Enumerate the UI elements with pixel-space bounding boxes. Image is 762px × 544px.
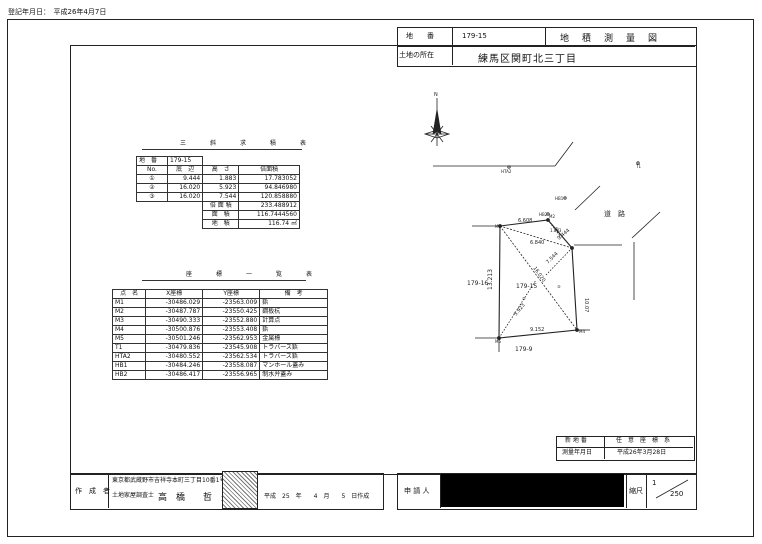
point-label: M5 xyxy=(495,339,501,344)
point-marker xyxy=(498,224,502,228)
lot-label: 地 番 xyxy=(406,32,434,40)
scale-label: 縮尺 xyxy=(629,487,643,495)
official-seal xyxy=(222,471,258,509)
date-value: 平成26年3月28日 xyxy=(617,449,667,456)
edge-length: 9.152 xyxy=(530,327,544,333)
scale-divider xyxy=(655,479,689,499)
road-edge-line xyxy=(554,141,574,167)
header-box xyxy=(397,27,697,67)
diagonal-length: 6.840 xyxy=(530,240,544,246)
point-label: HTA2 xyxy=(501,169,512,174)
edge-length: 10.07 xyxy=(583,298,589,312)
table-row: ② 16.020 5.923 94.846980 xyxy=(136,183,300,193)
location-value: 練馬区関町北三丁目 xyxy=(478,54,577,65)
triangle-table-title: 三 斜 求 積 表 xyxy=(180,140,316,147)
land-area-value: 116.74 ㎡ xyxy=(238,219,300,229)
lot-center-label: 179-15 xyxy=(516,283,537,290)
lot-boundary xyxy=(498,219,578,339)
point-label: T1 xyxy=(635,164,641,169)
point-marker xyxy=(546,218,550,222)
diagonal-length: 16.020 xyxy=(531,266,546,284)
cell: HB2 xyxy=(111,370,147,380)
creator-label: 作 成 者 xyxy=(75,487,110,495)
point-marker xyxy=(575,328,579,332)
point-label: HB2 xyxy=(539,212,548,217)
triangle-mark: ② xyxy=(522,296,526,301)
point-label: HB1 xyxy=(555,196,564,201)
height-line xyxy=(547,219,561,237)
diagonal-line xyxy=(499,225,578,331)
height-length: 1.883 xyxy=(550,228,562,233)
point-label: M1 xyxy=(495,224,501,229)
creation-date: 平成 25 年 4 月 5 日作成 xyxy=(264,493,370,500)
creator-name: 高 橋 哲 夫 xyxy=(158,493,231,503)
point-marker xyxy=(546,212,550,216)
triangle-table: 地 番 179-15 No. 底 辺 高 さ 倍面積 ① 9.444 1.883… xyxy=(136,156,300,229)
triangle-mark: ① xyxy=(555,226,559,231)
applicant-box xyxy=(397,473,697,510)
neighbor-bottom-label: 179-9 xyxy=(515,346,533,353)
date-label: 測量年月日 xyxy=(562,449,593,456)
point-marker xyxy=(563,196,567,200)
north-arrow-icon xyxy=(423,98,451,146)
height-line xyxy=(498,279,537,339)
height-length: 5.923 xyxy=(513,302,527,317)
scale-numerator: 1 xyxy=(652,479,657,487)
edge-length: 13.213 xyxy=(487,269,494,290)
location-label: 土地の所在 xyxy=(399,51,434,59)
applicant-label: 申 請 人 xyxy=(404,487,430,495)
cell: -23556.965 xyxy=(202,370,261,380)
height-line xyxy=(545,247,573,276)
point-marker xyxy=(570,246,574,250)
point-marker xyxy=(507,165,511,169)
purpose-value: 任 意 座 標 系 xyxy=(616,437,671,444)
applicant-redaction xyxy=(441,474,624,507)
creator-name-prefix: 土地家屋調査士 xyxy=(112,492,155,499)
point-marker xyxy=(497,336,501,340)
record-box xyxy=(556,436,695,461)
scale-denominator: 250 xyxy=(670,490,684,498)
point-label: M4 xyxy=(579,329,585,334)
road-edge-line xyxy=(574,185,601,211)
cell: 16.020 xyxy=(166,192,204,202)
outer-frame xyxy=(7,19,754,537)
land-area-label: 地 積 xyxy=(202,219,240,229)
point-marker xyxy=(636,161,640,165)
neighbor-left-label: 179-16 xyxy=(467,280,488,287)
road-edge-line xyxy=(631,211,661,239)
road-label: 道 路 xyxy=(604,209,625,218)
triangle-mark: ③ xyxy=(557,284,561,289)
purpose-label: 新 地 番 xyxy=(565,437,587,444)
creator-address: 東京都武蔵野市吉祥寺本町三丁目10番1号 xyxy=(112,477,226,484)
point-label: M2 xyxy=(549,214,555,219)
edge-length: 6.608 xyxy=(518,218,532,224)
registration-date: 登記年月日： 平成26年4月7日 xyxy=(8,8,107,16)
north-label: N xyxy=(434,92,438,98)
survey-title: 地 積 測 量 図 xyxy=(560,34,660,44)
lot-value: 179-15 xyxy=(462,32,487,40)
cell: 制水弁蓋み xyxy=(259,370,328,380)
coordinate-table-title: 座 標 一 覧 表 xyxy=(186,271,322,278)
